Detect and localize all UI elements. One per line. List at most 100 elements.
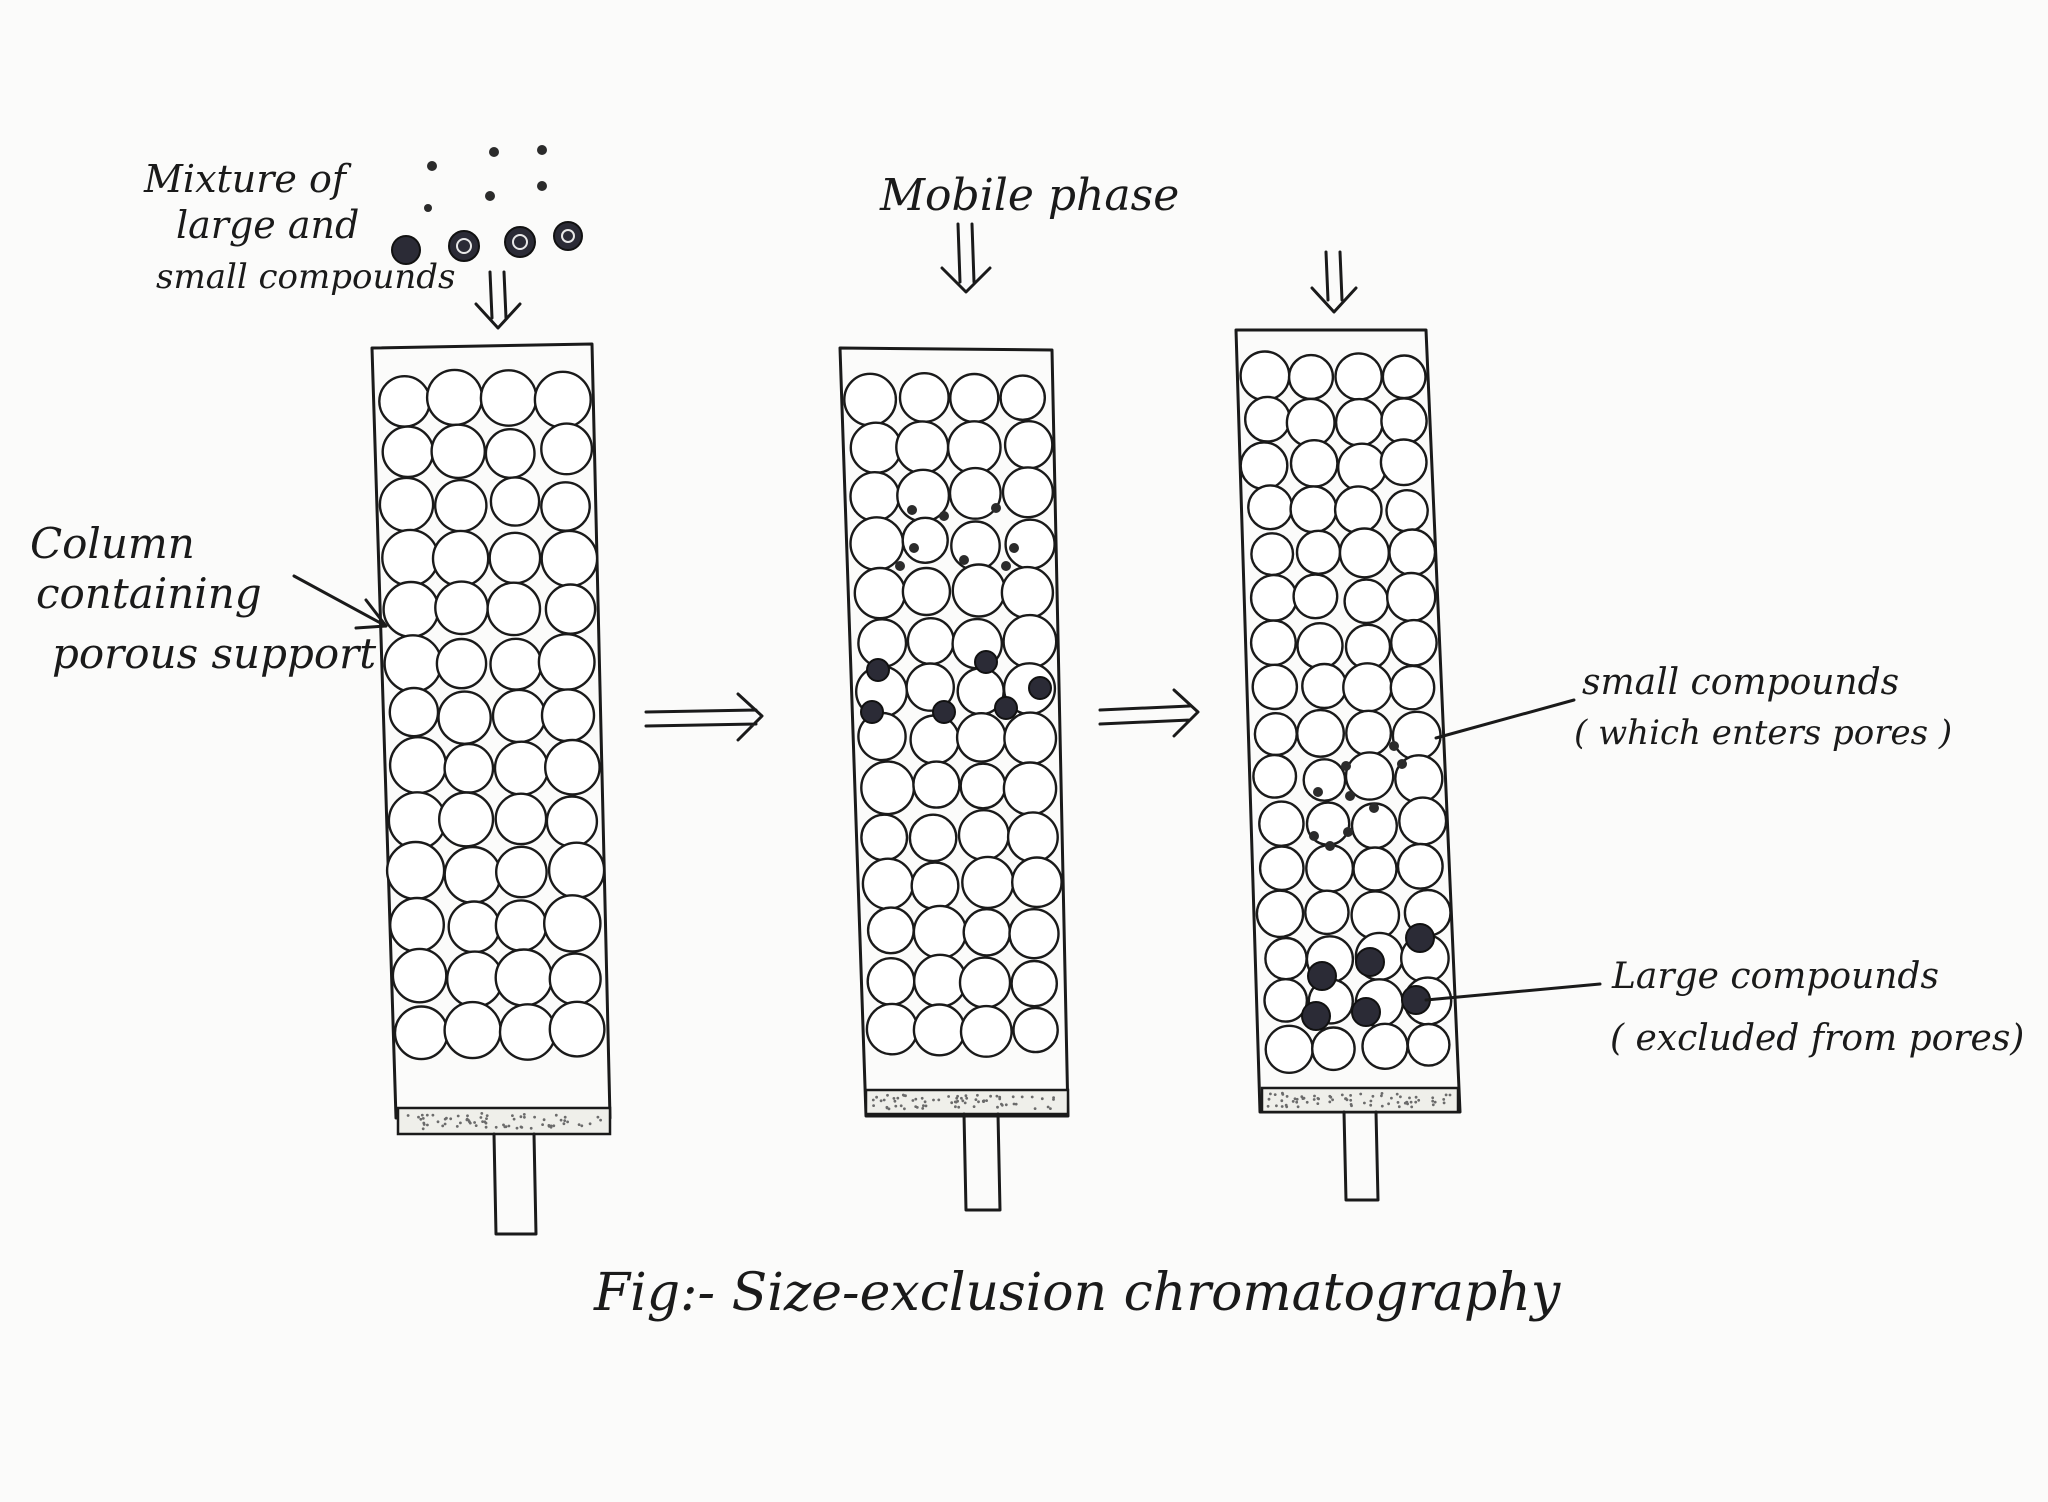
porous-bead bbox=[383, 634, 443, 694]
porous-bead bbox=[1253, 711, 1298, 757]
sample-inlet-arrow bbox=[474, 270, 522, 330]
porous-bead bbox=[949, 372, 1000, 424]
frit-grain bbox=[974, 1098, 978, 1101]
porous-bead bbox=[1391, 710, 1442, 761]
porous-bead bbox=[1398, 796, 1448, 846]
frit-grain bbox=[406, 1114, 410, 1117]
large-compound bbox=[448, 230, 480, 262]
porous-bead bbox=[860, 813, 909, 862]
large-compound bbox=[1351, 997, 1381, 1027]
column-1-packing bbox=[378, 368, 606, 1061]
frit-grain bbox=[554, 1113, 558, 1117]
frit-grain bbox=[1408, 1096, 1411, 1100]
porous-bead bbox=[1289, 438, 1339, 488]
frit-grain bbox=[972, 1105, 976, 1108]
frit-grain bbox=[1267, 1097, 1271, 1101]
frit-grain bbox=[1295, 1100, 1299, 1104]
frit-grain bbox=[1296, 1105, 1300, 1109]
porous-bead bbox=[479, 369, 538, 427]
porous-bead bbox=[1380, 397, 1428, 445]
porous-bead bbox=[1396, 842, 1444, 890]
porous-bead bbox=[1385, 488, 1429, 533]
frit-grain bbox=[1000, 1103, 1004, 1107]
porous-bead bbox=[959, 762, 1007, 810]
frit-grain bbox=[422, 1123, 426, 1126]
frit-grain bbox=[1409, 1100, 1413, 1104]
porous-bead bbox=[962, 908, 1012, 957]
porous-bead bbox=[1381, 354, 1427, 400]
frit-grain bbox=[1316, 1102, 1320, 1105]
column-1-frit bbox=[396, 1106, 612, 1136]
frit-grain bbox=[886, 1093, 889, 1097]
porous-bead bbox=[1295, 529, 1342, 575]
sample-mixture bbox=[391, 145, 583, 265]
column-3-separated-solutes bbox=[1301, 741, 1435, 1031]
frit-grain bbox=[950, 1101, 954, 1105]
frit-grain bbox=[1444, 1093, 1448, 1097]
frit-grain bbox=[519, 1115, 523, 1119]
large-compound-highlight bbox=[456, 238, 472, 254]
frit-grain bbox=[1414, 1100, 1418, 1104]
porous-bead bbox=[961, 855, 1015, 910]
porous-bead bbox=[948, 466, 1002, 520]
frit-grain bbox=[455, 1125, 459, 1128]
large-compound-highlight bbox=[512, 234, 528, 250]
frit-grain bbox=[1030, 1095, 1034, 1099]
frit-grain bbox=[1312, 1098, 1316, 1101]
frit-grain bbox=[965, 1096, 969, 1100]
frit-grain bbox=[1285, 1095, 1289, 1098]
small-compound bbox=[1389, 741, 1399, 751]
porous-bead bbox=[443, 845, 502, 904]
frit-grain bbox=[932, 1098, 935, 1102]
frit-grain bbox=[566, 1120, 569, 1124]
porous-bead bbox=[1311, 1026, 1356, 1072]
frit-grain bbox=[474, 1124, 478, 1127]
frit-grain bbox=[911, 1099, 915, 1102]
frit-grain bbox=[436, 1120, 440, 1124]
porous-bead bbox=[437, 690, 492, 746]
porous-bead bbox=[1249, 619, 1297, 667]
frit-grain bbox=[1349, 1098, 1353, 1102]
porous-bead bbox=[385, 840, 446, 901]
frit-grain bbox=[533, 1115, 536, 1119]
porous-bead bbox=[493, 740, 550, 796]
porous-bead bbox=[1002, 761, 1058, 816]
frit-grain bbox=[961, 1099, 965, 1103]
porous-bead bbox=[533, 370, 592, 429]
frit-grain bbox=[937, 1098, 941, 1102]
frit-grain bbox=[466, 1114, 469, 1118]
porous-bead bbox=[1345, 709, 1393, 757]
frit-grain bbox=[921, 1107, 925, 1110]
frit-grain bbox=[541, 1123, 544, 1126]
frit-grain bbox=[1344, 1097, 1347, 1101]
porous-bead bbox=[1305, 843, 1355, 893]
small-compound bbox=[907, 505, 917, 515]
frit-grain bbox=[1280, 1099, 1284, 1103]
frit-grain bbox=[875, 1095, 878, 1099]
porous-bead bbox=[1344, 751, 1395, 801]
frit-grain bbox=[479, 1116, 483, 1119]
frit-grain bbox=[957, 1105, 961, 1109]
porous-bead bbox=[1338, 527, 1390, 579]
large-compound-leader bbox=[1424, 982, 1602, 1002]
frit-grain bbox=[1369, 1099, 1373, 1103]
porous-bead bbox=[1263, 978, 1309, 1023]
frit-grain bbox=[542, 1118, 546, 1122]
frit-grain bbox=[1280, 1105, 1284, 1108]
porous-bead bbox=[1000, 565, 1055, 620]
frit-grain bbox=[1442, 1098, 1446, 1101]
small-compound bbox=[939, 511, 949, 521]
porous-bead bbox=[1012, 1006, 1059, 1054]
frit-grain bbox=[1316, 1097, 1320, 1100]
label-column-line1: Column bbox=[30, 519, 195, 568]
small-compound bbox=[1343, 827, 1353, 837]
small-compound bbox=[1309, 831, 1319, 841]
frit-grain bbox=[1390, 1096, 1393, 1100]
column-3-wall bbox=[1234, 328, 1462, 1114]
frit-grain bbox=[954, 1105, 957, 1109]
frit-grain bbox=[417, 1115, 420, 1119]
frit-grain bbox=[914, 1105, 918, 1108]
frit-grain bbox=[468, 1121, 472, 1125]
porous-bead bbox=[1003, 711, 1058, 766]
